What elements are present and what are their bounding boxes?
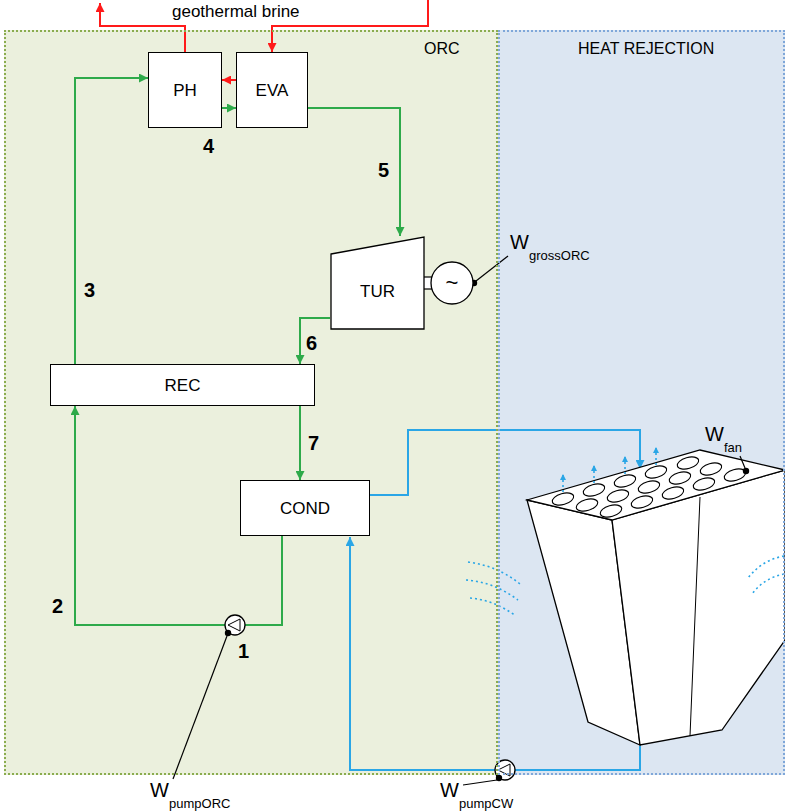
recuperator-box: REC <box>50 364 315 406</box>
power-subscript: pumpCW <box>459 794 513 812</box>
component-label: PH <box>173 82 197 99</box>
state-number: 2 <box>52 596 63 616</box>
state-number: 5 <box>378 160 389 181</box>
fan-opening <box>630 494 654 511</box>
power-symbol: W <box>510 232 529 252</box>
state-number: 1 <box>238 641 249 662</box>
state-number: 4 <box>203 136 214 157</box>
component-label: TUR <box>360 283 395 300</box>
tower-edge <box>690 497 700 736</box>
fan-opening <box>637 479 661 496</box>
tower-top-face <box>527 450 785 520</box>
leader-line <box>740 456 745 468</box>
fan-opening <box>644 464 668 481</box>
power-dot <box>496 775 502 781</box>
state-number: 3 <box>84 280 95 300</box>
fan-opening <box>582 482 606 499</box>
evaporator-box: EVA <box>236 52 308 128</box>
connector-group <box>75 78 400 625</box>
fan-opening <box>676 455 700 472</box>
turbine-shape: TUR <box>330 236 425 330</box>
power-subscript: pumpORC <box>169 797 230 810</box>
fan-opening <box>661 485 685 502</box>
air-out-arrow <box>655 447 657 465</box>
flow-connector <box>308 108 400 236</box>
region-band: HEAT REJECTION <box>498 30 785 775</box>
flow-connector <box>299 406 301 480</box>
region-title: HEAT REJECTION <box>578 41 714 57</box>
power-symbol: W <box>150 780 169 801</box>
heat-rejection-ground <box>498 30 785 775</box>
fan-opening <box>575 497 599 514</box>
air-in-curve <box>466 580 518 600</box>
state-number: 2 <box>52 596 63 617</box>
flow-connector <box>222 107 236 109</box>
air-in-curve <box>470 598 516 616</box>
state-number: 3 <box>84 280 95 301</box>
state-number: 7 <box>308 433 319 454</box>
air-out-arrow <box>593 465 595 483</box>
power-symbol: W <box>150 780 169 800</box>
power-symbol: W <box>510 232 529 253</box>
air-out-arrow <box>624 456 626 474</box>
fan-opening <box>599 503 623 520</box>
fan-group <box>551 455 747 520</box>
region-band: ORC PH EVA TUR ~ REC COND <box>4 30 498 775</box>
fan-opening <box>606 488 630 505</box>
component-label: REC <box>165 377 201 394</box>
generator-outline <box>431 262 473 304</box>
turbine-outline <box>331 237 424 329</box>
stream-label: geothermal brine <box>172 3 300 21</box>
power-symbol: W <box>440 780 459 800</box>
power-symbol: W <box>705 424 724 445</box>
state-number: 1 <box>238 641 249 661</box>
pump-symbol <box>228 619 240 631</box>
flow-connector <box>75 78 148 364</box>
region-title: ORC <box>424 41 460 57</box>
orc-ground <box>4 30 498 775</box>
condenser-box: COND <box>240 480 370 536</box>
power-subscript: fan <box>724 438 742 456</box>
power-subscript: fan <box>724 441 742 454</box>
air-out-arrow <box>562 474 564 492</box>
power-dot <box>743 468 749 474</box>
state-number: 5 <box>378 160 389 180</box>
leader-line <box>476 256 508 281</box>
air-in-curve <box>468 562 520 584</box>
power-subscript: pumpORC <box>169 794 230 812</box>
power-symbol: W <box>705 424 724 444</box>
air-in-curve <box>752 574 784 594</box>
state-number: 6 <box>306 333 317 353</box>
state-number: 6 <box>306 333 317 354</box>
component-label: ~ <box>446 272 459 294</box>
power-subscript: pumpCW <box>459 797 513 810</box>
state-number: 4 <box>203 136 214 156</box>
state-number: 7 <box>308 433 319 453</box>
fan-opening <box>692 476 716 493</box>
generator-symbol: ~ <box>430 261 474 305</box>
power-symbol: W <box>440 780 459 801</box>
power-dot <box>225 630 231 636</box>
fan-opening <box>668 470 692 487</box>
component-label: COND <box>280 500 330 517</box>
air-flow-group <box>466 447 784 616</box>
flow-connector <box>300 318 330 364</box>
power-subscript: grossORC <box>529 249 590 262</box>
fan-opening <box>551 491 575 508</box>
stream-label: geothermal brine <box>172 3 300 20</box>
leader-line <box>173 636 227 779</box>
component-label: EVA <box>256 82 289 99</box>
leader-line <box>463 780 497 785</box>
preheater-box: PH <box>148 52 222 128</box>
fan-opening <box>699 461 723 478</box>
fan-opening <box>613 473 637 490</box>
power-subscript: grossORC <box>529 246 590 264</box>
flow-connector <box>222 79 236 81</box>
